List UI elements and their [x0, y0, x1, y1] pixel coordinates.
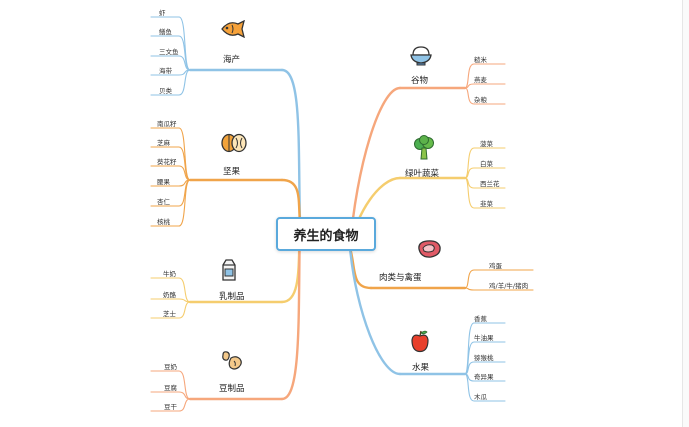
leaf-topic[interactable]: 奇异果	[474, 373, 494, 381]
central-topic[interactable]: 养生的食物	[276, 217, 376, 251]
scrollbar-edge[interactable]	[682, 0, 689, 427]
branch-topic-seafood[interactable]: 海产	[223, 55, 241, 65]
leaf-topic[interactable]: 鸡/羊/牛/猪肉	[489, 282, 529, 290]
leaf-topic[interactable]: 木瓜	[474, 393, 487, 401]
leaf-connector	[150, 301, 191, 319]
branch-topic-dairy[interactable]: 乳制品	[219, 292, 245, 302]
branch-connector	[280, 68, 302, 224]
leaf-topic[interactable]: 燕麦	[474, 76, 487, 84]
branch-topic-grains[interactable]: 谷物	[411, 76, 429, 86]
leaf-topic[interactable]: 奶酪	[163, 291, 176, 299]
leaf-topic[interactable]: 韭菜	[480, 200, 493, 208]
branch-topic-soy[interactable]: 豆制品	[219, 384, 245, 394]
leaf-topic[interactable]: 芝士	[163, 310, 176, 318]
leaf-topic[interactable]: 鳝鱼	[159, 28, 172, 36]
leaf-connector	[464, 177, 506, 209]
leaf-topic[interactable]: 葵花籽	[157, 158, 177, 166]
leaf-connector	[150, 398, 191, 412]
branch-connector	[348, 246, 402, 376]
leaf-connector	[464, 63, 506, 89]
leaf-connector	[150, 55, 191, 71]
leaf-topic[interactable]: 西兰花	[480, 180, 500, 188]
leaf-topic[interactable]: 贝类	[159, 87, 172, 95]
leaf-topic[interactable]: 糙米	[474, 56, 487, 64]
leaf-topic[interactable]: 豆腐	[164, 384, 177, 392]
leaf-connector	[464, 287, 534, 291]
leaf-topic[interactable]: 香蕉	[474, 315, 487, 323]
leaf-topic[interactable]: 三文鱼	[159, 48, 179, 56]
leaf-connector	[150, 179, 191, 227]
leaf-connector	[464, 167, 506, 179]
leaf-connector	[464, 269, 534, 289]
leaf-topic[interactable]: 牛油果	[474, 334, 494, 342]
broccoli-icon	[412, 135, 436, 165]
leaf-topic[interactable]: 菠菜	[480, 140, 493, 148]
branch-connector	[280, 178, 302, 224]
leaf-topic[interactable]: 杏仁	[157, 198, 170, 206]
leaf-topic[interactable]: 白菜	[480, 160, 493, 168]
branch-topic-nuts[interactable]: 坚果	[223, 167, 241, 177]
branch-topic-fruit[interactable]: 水果	[412, 363, 430, 373]
leaf-connector	[150, 69, 191, 96]
leaf-topic[interactable]: 海带	[159, 67, 172, 75]
branch-connector	[280, 220, 302, 401]
branch-topic-greens[interactable]: 绿叶蔬菜	[405, 169, 440, 179]
leaf-topic[interactable]: 豆奶	[164, 363, 177, 371]
leaf-connector	[150, 298, 191, 303]
leaf-topic[interactable]: 虾	[159, 9, 166, 17]
central-topic-label: 养生的食物	[293, 228, 359, 244]
leaf-topic[interactable]: 鸡蛋	[489, 262, 502, 270]
rice-bowl-icon	[409, 44, 433, 70]
nuts-icon	[220, 133, 248, 157]
leaf-topic[interactable]: 牛奶	[163, 270, 176, 278]
leaf-topic[interactable]: 腰果	[157, 178, 170, 186]
leaf-connector	[464, 361, 506, 375]
leaf-topic[interactable]: 芝麻	[157, 139, 170, 147]
leaf-connector	[150, 165, 191, 181]
leaf-connector	[464, 83, 506, 89]
leaf-connector	[150, 277, 191, 303]
leaf-connector	[464, 322, 506, 375]
leaf-connector	[464, 87, 506, 105]
leaf-connector	[150, 391, 191, 400]
leaf-topic[interactable]: 核桃	[157, 218, 170, 226]
apple-icon	[409, 329, 431, 357]
leaf-topic[interactable]: 杂粮	[474, 96, 487, 104]
milk-carton-icon	[220, 258, 238, 286]
branch-topic-meat[interactable]: 肉类与禽蛋	[379, 273, 422, 283]
leaf-topic[interactable]: 猕猴桃	[474, 354, 494, 362]
leaf-connector	[150, 370, 191, 400]
leaf-topic[interactable]: 南瓜籽	[157, 120, 177, 128]
beans-icon	[220, 350, 244, 376]
fish-icon	[220, 19, 246, 42]
leaf-topic[interactable]: 豆干	[164, 403, 177, 411]
meat-icon	[416, 239, 442, 263]
leaf-connector	[464, 373, 506, 402]
